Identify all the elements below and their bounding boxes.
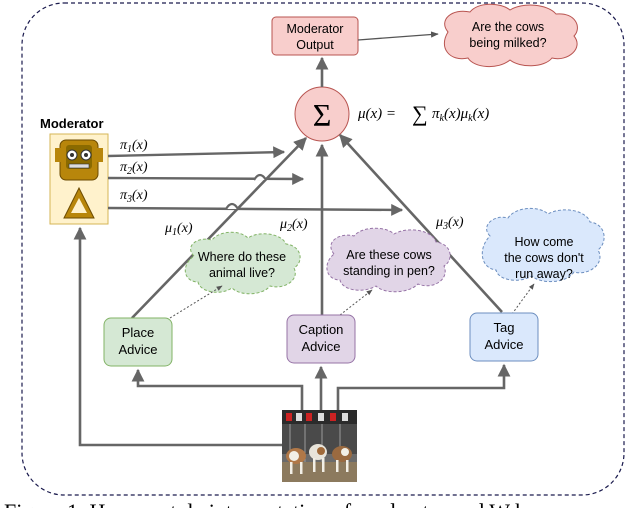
svg-text:∑: ∑ xyxy=(412,101,428,126)
input-image xyxy=(282,410,357,482)
tag-cloud-line3: run away? xyxy=(515,267,573,281)
pi1-label: π1(x) xyxy=(120,138,148,155)
caption-cloud-line1: Are these cows xyxy=(346,248,431,262)
pi2-arrow xyxy=(107,172,305,185)
moderator-output-line2: Output xyxy=(296,38,334,52)
caption-advice-box xyxy=(286,314,356,364)
mu3-arrow xyxy=(339,134,503,313)
tag-advice-box xyxy=(469,312,539,362)
figure-caption: Figure 1: Human-style interpretation of … xyxy=(4,499,526,508)
place-advice-line1: Place xyxy=(122,325,155,340)
caption-cloud: Are these cows standing in pen? xyxy=(326,227,451,293)
robot-icon xyxy=(49,133,109,225)
tag-to-cloud-arrow xyxy=(511,283,535,315)
image-to-place-arrow xyxy=(131,368,304,410)
mu2-label: μ2(x) xyxy=(279,217,308,234)
crossing-hops xyxy=(225,173,267,210)
place-cloud: Where do these animal live? xyxy=(184,231,301,295)
pi3-label: π3(x) xyxy=(120,188,148,205)
moderator-output-line1: Moderator xyxy=(287,22,344,36)
moderator-output-box xyxy=(271,16,359,56)
image-to-moderator-arrow xyxy=(73,226,282,447)
pi1-arrow xyxy=(107,146,286,159)
mu1-arrow xyxy=(131,137,307,319)
caption-advice-line2: Advice xyxy=(301,339,340,354)
sum-equation: μ(x) = ∑ πk(x)μk(x) xyxy=(357,101,489,126)
caption-advice-line1: Caption xyxy=(299,322,344,337)
svg-text:μ(x) =: μ(x) = xyxy=(357,106,396,122)
pi3-arrow xyxy=(107,203,404,216)
svg-text:πk(x)μk(x): πk(x)μk(x) xyxy=(432,106,489,124)
place-advice-box xyxy=(103,317,173,367)
moderator-label: Moderator xyxy=(40,116,104,131)
tag-advice-line2: Advice xyxy=(484,337,523,352)
image-to-tag-arrow xyxy=(336,363,511,410)
output-cloud: Are the cows being milked? xyxy=(443,3,578,67)
place-cloud-line1: Where do these xyxy=(198,250,286,264)
output-to-cloud-arrow xyxy=(357,31,439,41)
pi2-label: π2(x) xyxy=(120,160,148,177)
sum-symbol: Σ xyxy=(313,97,332,133)
tag-advice-line1: Tag xyxy=(494,320,515,335)
caption-to-cloud-arrow xyxy=(339,289,373,316)
mu3-label: μ3(x) xyxy=(435,215,464,232)
output-cloud-line1: Are the cows xyxy=(472,20,544,34)
place-cloud-line2: animal live? xyxy=(209,266,275,280)
tag-cloud-line1: How come xyxy=(514,235,573,249)
outer-frame xyxy=(21,2,625,496)
place-advice-line2: Advice xyxy=(118,342,157,357)
mu1-label: μ1(x) xyxy=(164,221,193,238)
tag-cloud: How come the cows don't run away? xyxy=(481,208,605,282)
caption-cloud-line2: standing in pen? xyxy=(343,264,435,278)
output-cloud-line2: being milked? xyxy=(469,36,546,50)
tag-cloud-line2: the cows don't xyxy=(504,251,584,265)
